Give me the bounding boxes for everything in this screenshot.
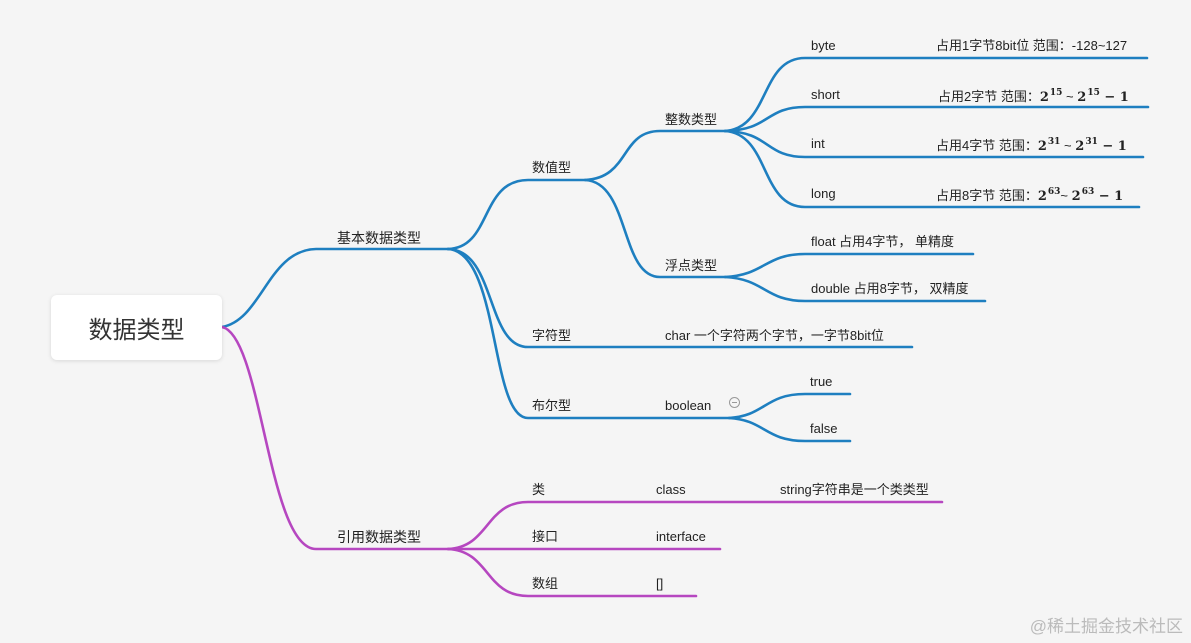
node-true[interactable]: true [810, 374, 833, 389]
node-boolean[interactable]: boolean [665, 398, 712, 413]
node-interface-type[interactable]: 接口 [532, 529, 559, 544]
link-numeric-integer [583, 129, 727, 182]
link-numeric-float [583, 178, 727, 279]
link-reference-class [446, 500, 944, 551]
link-integer-short [723, 105, 1150, 133]
link-root-basic [220, 247, 450, 329]
node-float[interactable]: float 占用4字节， 单精度 [811, 234, 955, 249]
node-false[interactable]: false [810, 421, 838, 436]
node-integer[interactable]: 整数类型 [665, 112, 718, 127]
short-desc: 占用2字节 范围：215 ~ 215 − 1 [938, 88, 1129, 105]
node-char[interactable]: char 一个字符两个字节，一字节8bit位 [665, 328, 884, 343]
node-array[interactable]: [] [656, 576, 664, 591]
node-array-type[interactable]: 数组 [532, 576, 559, 591]
collapse-toggle-icon[interactable] [729, 397, 740, 408]
link-integer-byte [723, 56, 1149, 133]
node-class[interactable]: class [656, 482, 686, 497]
node-int[interactable]: int [811, 136, 825, 151]
node-class-desc[interactable]: string字符串是一个类类型 [780, 482, 929, 497]
link-float-double [723, 275, 987, 303]
link-reference-array [446, 547, 698, 598]
node-float-types[interactable]: 浮点类型 [665, 258, 718, 273]
node-short[interactable]: short [811, 87, 840, 102]
link-bool-false [727, 416, 852, 443]
link-bool-true [727, 392, 852, 420]
root-node[interactable]: 数据类型 [51, 295, 222, 360]
int-desc: 占用4字节 范围：231 ~ 231 − 1 [936, 137, 1127, 154]
node-long[interactable]: long [811, 186, 836, 201]
node-double[interactable]: double 占用8字节， 双精度 [811, 281, 969, 296]
link-integer-long [723, 129, 1141, 209]
link-basic-bool [446, 247, 731, 420]
node-basic-types[interactable]: 基本数据类型 [337, 230, 421, 246]
link-basic-char [446, 247, 914, 349]
node-char-type[interactable]: 字符型 [532, 328, 572, 343]
node-interface[interactable]: interface [656, 529, 706, 544]
watermark: @稀土掘金技术社区 [1029, 617, 1183, 636]
link-root-reference [220, 325, 450, 551]
link-basic-numeric [446, 178, 587, 251]
link-integer-int [723, 129, 1145, 159]
byte-desc: 占用1字节8bit位 范围：-128~127 [936, 38, 1128, 53]
node-bool-type[interactable]: 布尔型 [532, 398, 572, 413]
link-float-float [723, 252, 975, 279]
node-reference-types[interactable]: 引用数据类型 [337, 529, 421, 545]
node-byte[interactable]: byte [811, 38, 836, 53]
node-class-type[interactable]: 类 [532, 482, 546, 497]
long-desc: 占用8字节 范围：263~ 263 − 1 [936, 187, 1124, 204]
node-numeric[interactable]: 数值型 [532, 160, 572, 175]
